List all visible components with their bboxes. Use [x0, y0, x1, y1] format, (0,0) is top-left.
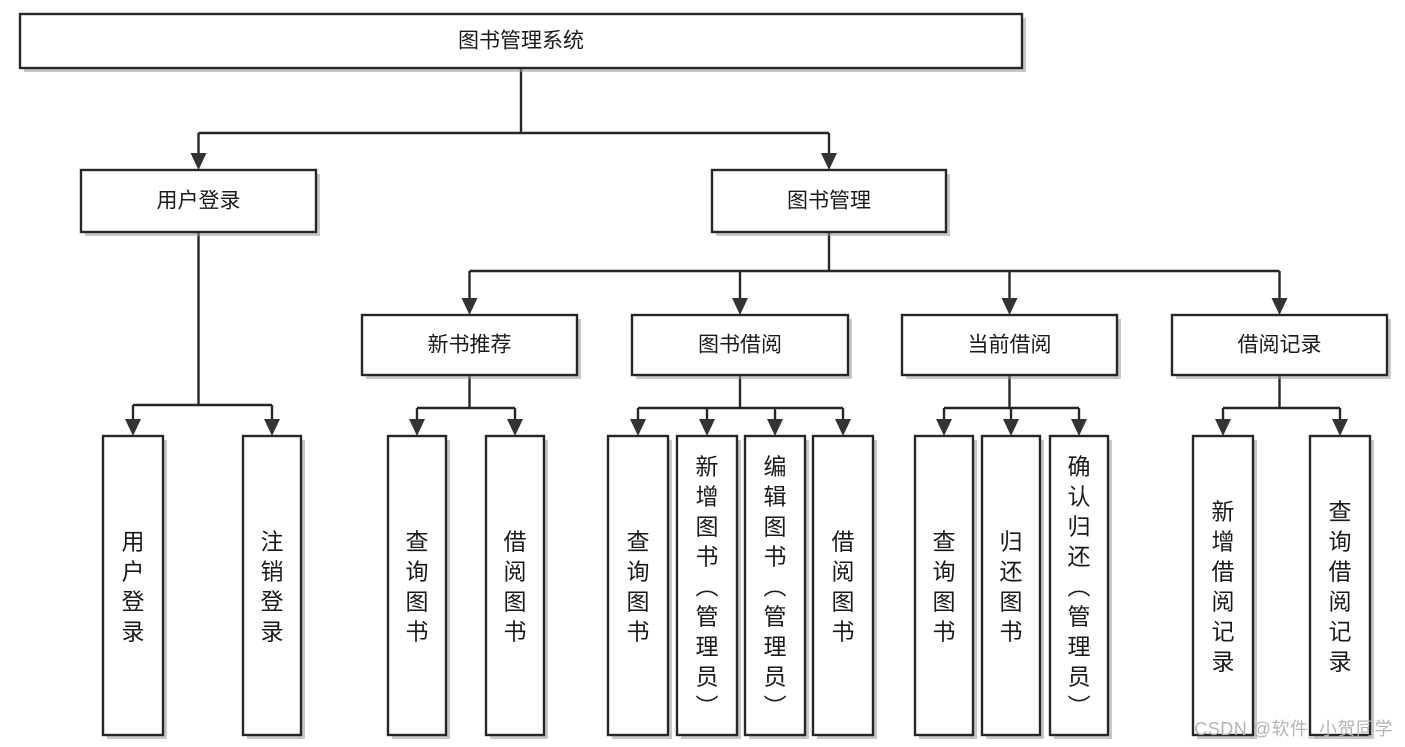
leaf-node-label-book_borrow-2: 编辑图书︵管理员︶ — [764, 454, 787, 720]
borrow_record-fan-branch-1-arrowhead — [1332, 419, 1348, 436]
level2-node-label-1: 图书管理 — [787, 190, 871, 213]
level3-node-box-1[interactable] — [630, 313, 850, 377]
bookmgmt-to-level3-branch-1-arrowhead — [732, 298, 748, 315]
book_borrow-fan-branch-2-arrowhead — [767, 419, 783, 436]
current_borrow-fan-branch-2-arrowhead — [1071, 419, 1087, 436]
leaf-node-box-book_borrow-2[interactable] — [743, 434, 807, 737]
leaf-node-box-book_borrow-1[interactable] — [675, 434, 739, 737]
leaf-node-box-new_book-1[interactable] — [484, 434, 546, 737]
leaf-node-label-book_borrow-1: 新增图书︵管理员︶ — [696, 454, 719, 720]
leaf-node-label-current_borrow-2: 确认归还︵管理员︶ — [1068, 454, 1091, 720]
leaf-node-label-book_borrow-0: 查询图书 — [627, 529, 650, 645]
level3-node-box-2[interactable] — [900, 313, 1119, 377]
root-to-level2-branch-1-arrowhead — [821, 153, 837, 170]
leaf-node-box-new_book-0[interactable] — [386, 434, 448, 737]
leaf-node-label-new_book-0: 查询图书 — [406, 529, 429, 645]
leaf-node-label-new_book-1: 借阅图书 — [504, 529, 527, 645]
leaf-node-label-current_borrow-0: 查询图书 — [933, 529, 956, 645]
current_borrow-fan-branch-0-arrowhead — [936, 419, 952, 436]
leaf-node-box-borrow_record-0[interactable] — [1191, 434, 1255, 737]
leaf-node-box-borrow_record-1[interactable] — [1308, 434, 1372, 737]
leaf-node-box-user_login-1[interactable] — [241, 434, 303, 737]
boxes-layer — [18, 12, 1391, 739]
leaf-node-box-current_borrow-0[interactable] — [913, 434, 975, 737]
leaf-node-box-current_borrow-2[interactable] — [1048, 434, 1110, 737]
root-node-label: 图书管理系统 — [458, 30, 584, 53]
leaf-node-box-user_login-0[interactable] — [101, 434, 165, 737]
book_borrow-fan-branch-3-arrowhead — [835, 419, 851, 436]
level2-node-box-1[interactable] — [710, 168, 948, 234]
level2-node-label-0: 用户登录 — [157, 190, 241, 213]
level3-node-label-2: 当前借阅 — [968, 334, 1052, 357]
bookmgmt-to-level3-branch-0-arrowhead — [461, 298, 478, 315]
new_book-fan-branch-1-arrowhead — [507, 419, 523, 436]
level3-node-label-0: 新书推荐 — [428, 334, 512, 357]
user_login-fan-branch-1-arrowhead — [264, 419, 280, 436]
leaf-node-label-borrow_record-0: 新增借阅记录 — [1212, 499, 1235, 675]
leaf-node-label-book_borrow-3: 借阅图书 — [832, 529, 855, 645]
level3-node-label-1: 图书借阅 — [698, 334, 782, 357]
csdn-watermark: CSDN @软件_小贺同学 — [1194, 719, 1393, 739]
leaf-node-label-current_borrow-1: 归还图书 — [1000, 529, 1023, 645]
bookmgmt-to-level3-branch-2-arrowhead — [1001, 298, 1018, 315]
leaf-node-label-user_login-0: 用户登录 — [122, 529, 145, 645]
borrow_record-fan-branch-0-arrowhead — [1215, 419, 1231, 436]
level3-node-box-0[interactable] — [360, 313, 579, 377]
level3-node-label-3: 借阅记录 — [1238, 334, 1322, 357]
leaf-node-box-book_borrow-3[interactable] — [811, 434, 875, 737]
leaf-node-label-user_login-1: 注销登录 — [261, 529, 284, 645]
leaf-node-label-borrow_record-1: 查询借阅记录 — [1329, 499, 1352, 675]
root-node-box[interactable] — [18, 12, 1024, 70]
leaf-node-box-book_borrow-0[interactable] — [606, 434, 670, 737]
labels-layer: 图书管理系统用户登录图书管理新书推荐图书借阅当前借阅借阅记录用户登录注销登录查询… — [122, 30, 1352, 720]
bookmgmt-to-level3-branch-3-arrowhead — [1271, 298, 1288, 315]
connectors-layer — [125, 68, 1348, 436]
level2-node-box-0[interactable] — [79, 168, 318, 234]
user_login-fan-branch-0-arrowhead — [125, 419, 141, 436]
level3-node-box-3[interactable] — [1170, 313, 1389, 377]
leaf-node-box-current_borrow-1[interactable] — [980, 434, 1042, 737]
book_borrow-fan-branch-0-arrowhead — [630, 419, 646, 436]
new_book-fan-branch-0-arrowhead — [409, 419, 425, 436]
root-to-level2-branch-0-arrowhead — [190, 153, 207, 170]
current_borrow-fan-branch-1-arrowhead — [1003, 419, 1019, 436]
book_borrow-fan-branch-1-arrowhead — [699, 419, 715, 436]
